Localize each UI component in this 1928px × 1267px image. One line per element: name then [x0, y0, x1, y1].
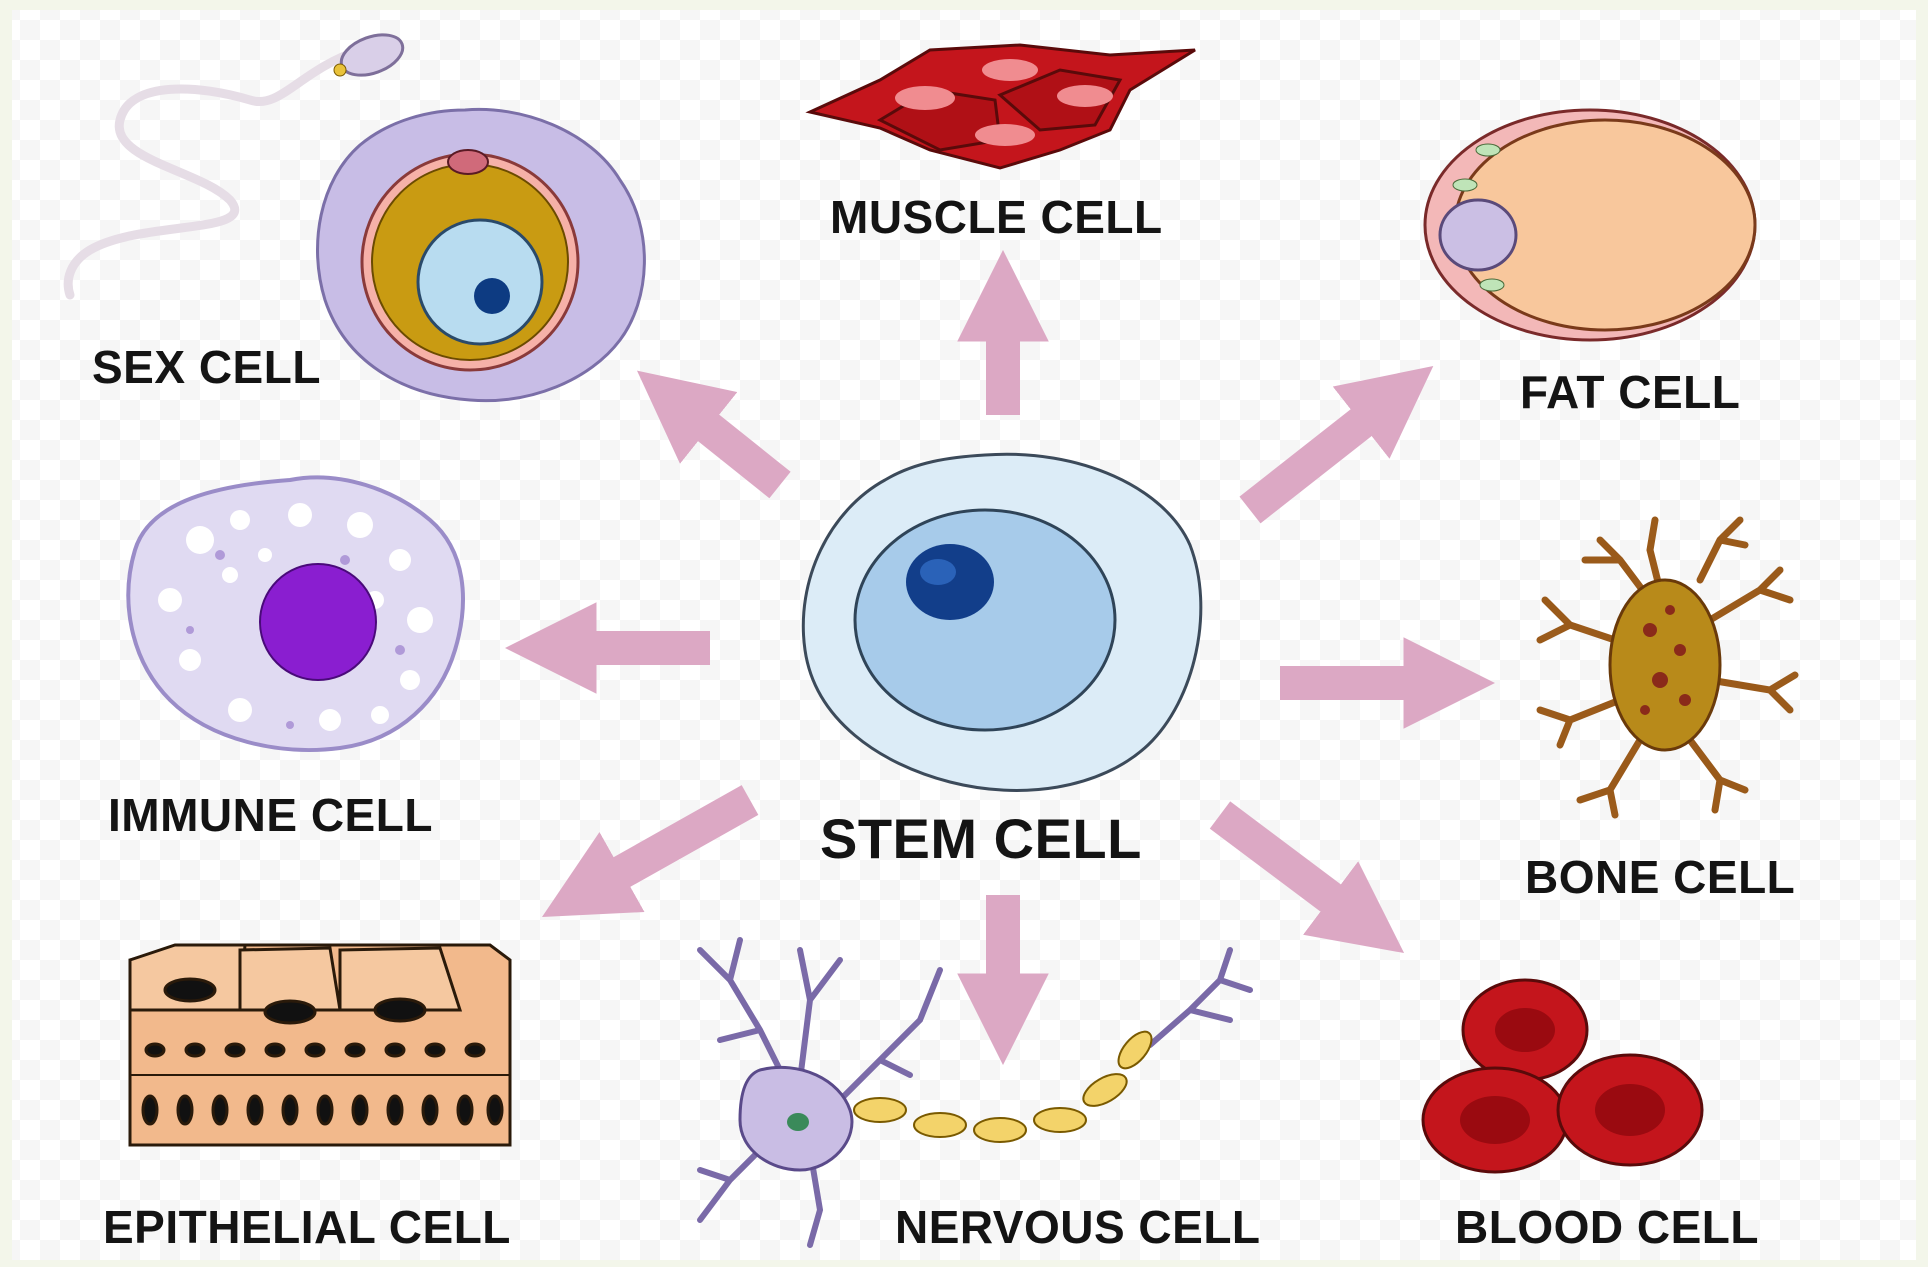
bone-cell-body	[1610, 580, 1720, 750]
label-sex-cell: SEX CELL	[92, 340, 321, 394]
fat-cell-illustration	[1425, 110, 1755, 340]
label-muscle-cell: MUSCLE CELL	[830, 190, 1163, 244]
label-immune-cell: IMMUNE CELL	[108, 788, 433, 842]
epithelial-cell-illustration	[130, 945, 510, 1145]
label-stem-cell: STEM CELL	[820, 806, 1142, 871]
label-epithelial-cell: EPITHELIAL CELL	[103, 1200, 511, 1254]
label-fat-cell: FAT CELL	[1520, 365, 1740, 419]
label-bone-cell: BONE CELL	[1525, 850, 1795, 904]
label-nervous-cell: NERVOUS CELL	[895, 1200, 1261, 1254]
immune-cell-illustration	[128, 477, 463, 750]
stem-cell-illustration	[803, 454, 1201, 790]
label-blood-cell: BLOOD CELL	[1455, 1200, 1759, 1254]
